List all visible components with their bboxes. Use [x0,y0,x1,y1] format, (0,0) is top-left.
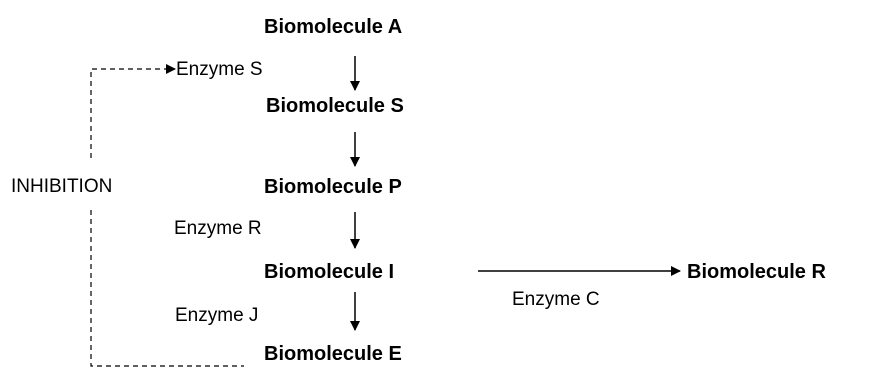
label-enzyme-j: Enzyme J [175,305,259,326]
label-enzyme-s: Enzyme S [176,59,263,80]
node-biomolecule-s: Biomolecule S [266,95,404,117]
node-biomolecule-i: Biomolecule I [264,261,395,283]
inhibition-line-upper [90,64,176,158]
node-biomolecule-p: Biomolecule P [264,176,402,198]
label-enzyme-c: Enzyme C [512,289,600,310]
node-biomolecule-e: Biomolecule E [264,343,402,365]
label-inhibition: INHIBITION [11,176,113,197]
node-biomolecule-a: Biomolecule A [264,16,403,38]
label-enzyme-r: Enzyme R [174,218,262,239]
inhibition-line-lower [90,210,244,367]
node-biomolecule-r: Biomolecule R [687,261,826,283]
